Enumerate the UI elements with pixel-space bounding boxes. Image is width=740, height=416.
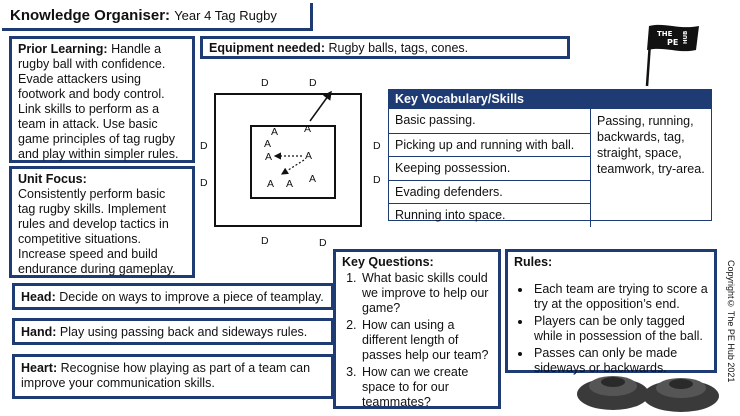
rules-label: Rules: bbox=[514, 255, 553, 269]
defender-marker: D bbox=[200, 140, 208, 152]
title-label: Knowledge Organiser: bbox=[10, 7, 171, 24]
hand-box: Hand: Play using passing back and sidewa… bbox=[12, 318, 334, 345]
attacker-marker: A bbox=[267, 178, 275, 190]
vocabulary-table: Key Vocabulary/Skills Basic passing. Pic… bbox=[388, 89, 712, 227]
question-item: How can we create space to for our teamm… bbox=[360, 365, 492, 410]
logo-text-pe: PE bbox=[667, 38, 678, 47]
defender-marker: D bbox=[261, 77, 269, 89]
equipment-text: Rugby balls, tags, cones. bbox=[328, 41, 469, 55]
question-item: How can using a different length of pass… bbox=[360, 318, 492, 363]
title-text: Year 4 Tag Rugby bbox=[174, 8, 277, 23]
question-item: What basic skills could we improve to he… bbox=[360, 271, 492, 316]
rules-list: Each team are trying to score a try at t… bbox=[514, 282, 708, 376]
skills-column: Basic passing. Picking up and running wi… bbox=[389, 109, 591, 227]
attacker-marker: A bbox=[305, 150, 313, 162]
rule-item: Passes can only be made sideways or back… bbox=[532, 346, 708, 376]
equipment-box: Equipment needed: Rugby balls, tags, con… bbox=[200, 36, 570, 59]
rule-item: Players can be only tagged while in poss… bbox=[532, 314, 708, 344]
logo-text-hub: HUB bbox=[683, 31, 689, 44]
head-text: Decide on ways to improve a piece of tea… bbox=[59, 290, 324, 304]
defender-marker: D bbox=[309, 77, 317, 89]
attacker-marker: A bbox=[304, 123, 312, 135]
defender-marker: D bbox=[373, 174, 381, 186]
run-arrow bbox=[309, 90, 332, 122]
rules-box: Rules: Each team are trying to score a t… bbox=[505, 249, 717, 376]
hand-text: Play using passing back and sideways rul… bbox=[59, 325, 308, 339]
pass-arrow-back bbox=[280, 159, 305, 175]
attacker-marker: A bbox=[271, 126, 279, 138]
attacker-marker: A bbox=[309, 173, 317, 185]
unit-focus-label: Unit Focus: bbox=[18, 172, 87, 186]
key-questions-box: Key Questions: What basic skills could w… bbox=[333, 249, 501, 409]
key-questions-label: Key Questions: bbox=[342, 255, 434, 269]
heart-box: Heart: Recognise how playing as part of … bbox=[12, 354, 334, 399]
rule-item: Each team are trying to score a try at t… bbox=[532, 282, 708, 312]
skill-row: Keeping possession. bbox=[389, 156, 591, 180]
vocabulary-header: Key Vocabulary/Skills bbox=[389, 90, 711, 109]
prior-learning-box: Prior Learning: Handle a rugby ball with… bbox=[9, 36, 195, 163]
pitch-inner-area bbox=[250, 125, 336, 199]
key-questions-list: What basic skills could we improve to he… bbox=[342, 271, 492, 410]
pitch-outer-area bbox=[214, 93, 362, 227]
skill-row: Evading defenders. bbox=[389, 179, 591, 203]
pe-hub-logo: THE PE HUB bbox=[645, 24, 699, 87]
defender-marker: D bbox=[373, 140, 381, 152]
logo-text-the: THE bbox=[657, 30, 673, 38]
unit-focus-text: Consistently perform basic tag rugby ski… bbox=[18, 187, 176, 276]
defender-marker: D bbox=[319, 237, 327, 249]
hand-label: Hand: bbox=[21, 325, 57, 339]
defender-marker: D bbox=[200, 177, 208, 189]
defender-marker: D bbox=[261, 235, 269, 247]
prior-learning-label: Prior Learning: bbox=[18, 42, 108, 56]
heart-label: Heart: bbox=[21, 361, 58, 375]
attacker-marker: A bbox=[286, 178, 294, 190]
head-box: Head: Decide on ways to improve a piece … bbox=[12, 283, 334, 310]
equipment-label: Equipment needed: bbox=[209, 41, 325, 55]
skill-row: Picking up and running with ball. bbox=[389, 132, 591, 156]
head-label: Head: bbox=[21, 290, 56, 304]
prior-learning-text: Handle a rugby ball with confidence. Eva… bbox=[18, 42, 179, 161]
unit-focus-box: Unit Focus: Consistently perform basic t… bbox=[9, 166, 195, 278]
copyright-text: Copyright© The PE Hub 2021 bbox=[726, 260, 736, 383]
skill-row: Running into space. bbox=[389, 203, 591, 227]
attacker-marker: A bbox=[265, 151, 273, 163]
attacker-marker: A bbox=[264, 138, 272, 150]
title-box: Knowledge Organiser: Year 4 Tag Rugby bbox=[2, 3, 313, 31]
heart-text: Recognise how playing as part of a team … bbox=[21, 361, 311, 390]
vocabulary-words: Passing, running, backwards, tag, straig… bbox=[597, 114, 705, 176]
cones-image bbox=[577, 376, 719, 412]
skill-row: Basic passing. bbox=[389, 109, 591, 133]
